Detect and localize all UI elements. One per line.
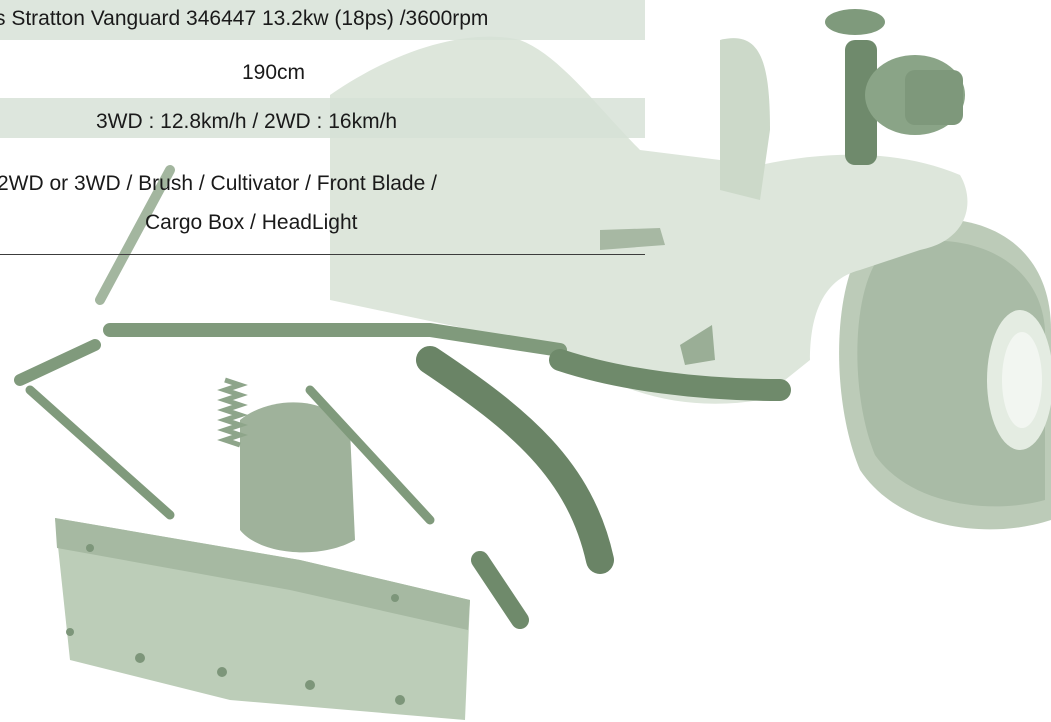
air-filter [825, 9, 965, 165]
options-spec-line-1: 2WD or 3WD / Brush / Cultivator / Front … [0, 172, 437, 195]
front-frame [14, 165, 791, 629]
front-blade [55, 518, 470, 720]
spec-row-speed: 3WD : 12.8km/h / 2WD : 16km/h [0, 98, 645, 138]
spec-row-engine: s Stratton Vanguard 346447 13.2kw (18ps)… [0, 0, 645, 40]
spec-row-options: 2WD or 3WD / Brush / Cultivator / Front … [0, 164, 645, 244]
spring [217, 377, 248, 448]
width-spec-text: 190cm [242, 61, 306, 84]
front-wheel [240, 402, 355, 553]
table-divider [0, 254, 645, 255]
speed-spec-text: 3WD : 12.8km/h / 2WD : 16km/h [96, 110, 398, 133]
spec-row-width: 190cm [0, 54, 645, 90]
options-spec-line-2: Cargo Box / HeadLight [145, 211, 358, 234]
rear-wheel [839, 218, 1051, 530]
engine-spec-text: s Stratton Vanguard 346447 13.2kw (18ps)… [0, 7, 489, 30]
